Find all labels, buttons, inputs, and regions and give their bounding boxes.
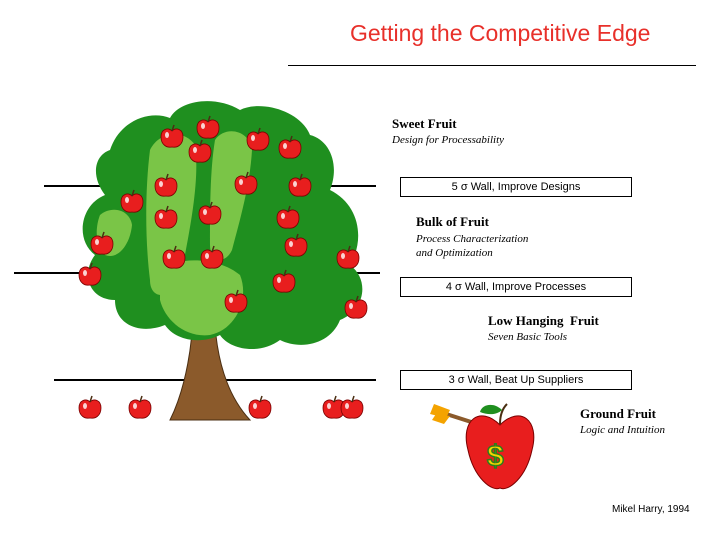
apple-icon (272, 269, 296, 293)
apple-icon (160, 124, 184, 148)
section-heading-sweet-fruit: Sweet Fruit (392, 116, 457, 131)
section-heading-low-hanging-fruit: Low Hanging Fruit (488, 313, 599, 328)
apple-icon (224, 289, 248, 313)
apple-icon (336, 245, 360, 269)
section-text-low-hanging-fruit: Seven Basic Tools (488, 331, 568, 343)
apple-icon (276, 205, 300, 229)
wall-line-5-right (300, 185, 376, 187)
section-text-ground-fruit: Logic and Intuition (580, 424, 665, 436)
apple-icon (248, 395, 272, 419)
wall-level: 4 (445, 281, 452, 293)
apple-icon (344, 295, 368, 319)
apple-icon (198, 201, 222, 225)
wall-text: Wall, Improve Processes (464, 281, 587, 293)
slide-title: Getting the Competitive Edge (350, 20, 651, 46)
apple-icon (154, 173, 178, 197)
apple-icon (78, 395, 102, 419)
money-symbol: $ (487, 440, 504, 473)
title-underline (288, 65, 696, 66)
sigma-symbol: σ (457, 374, 465, 386)
apple-icon (246, 127, 270, 151)
apple-icon (200, 245, 224, 269)
apple-icon (340, 395, 364, 419)
apple-icon (278, 135, 302, 159)
section-heading-bulk-of-fruit: Bulk of Fruit (416, 214, 489, 229)
apples-group (78, 115, 368, 419)
wall-box-4-sigma: 4 σ Wall, Improve Processes (400, 277, 632, 297)
apple-icon (90, 231, 114, 255)
apple-icon (196, 115, 220, 139)
apple-icon (120, 189, 144, 213)
wall-box-3-sigma: 3 σ Wall, Beat Up Suppliers (400, 370, 632, 390)
credit-text: Mikel Harry, 1994 (612, 504, 690, 515)
wall-line-5-left (44, 185, 124, 187)
apple-icon (234, 171, 258, 195)
section-text-sweet-fruit: Design for Processability (392, 134, 505, 146)
apple-icon (154, 205, 178, 229)
apple-icon (284, 233, 308, 257)
section-text-bulk-of-fruit-1: Process Characterization (416, 233, 529, 245)
section-text-bulk-of-fruit-2: and Optimization (416, 247, 493, 259)
apple-icon (288, 173, 312, 197)
sigma-symbol: σ (460, 181, 468, 193)
apple-icon (128, 395, 152, 419)
apple-icon (188, 139, 212, 163)
section-heading-ground-fruit: Ground Fruit (580, 406, 656, 421)
wall-text: Wall, Improve Designs (470, 181, 581, 193)
wall-level: 5 (451, 181, 458, 193)
wall-text: Wall, Beat Up Suppliers (467, 374, 584, 386)
apple-icon (162, 245, 186, 269)
wall-level: 3 (448, 374, 455, 386)
apple-icon (78, 262, 102, 286)
money-apple-icon (465, 403, 535, 490)
wall-box-5-sigma: 5 σ Wall, Improve Designs (400, 177, 632, 197)
sigma-symbol: σ (455, 281, 462, 293)
